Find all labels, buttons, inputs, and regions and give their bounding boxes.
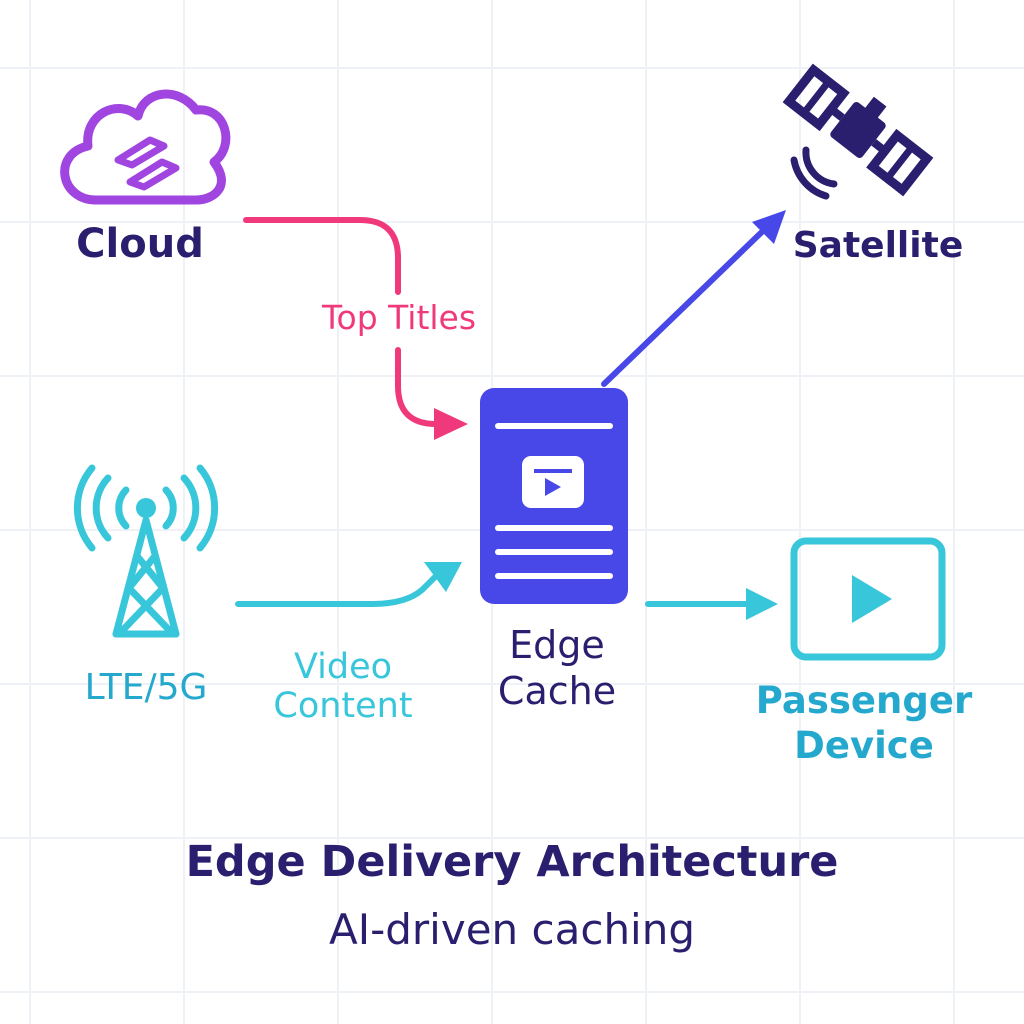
edge-server-icon bbox=[480, 388, 628, 604]
satellite-label: Satellite bbox=[792, 225, 964, 266]
edge-cache-to-satellite bbox=[601, 210, 786, 387]
edge-lte-to-cache bbox=[235, 562, 462, 607]
diagram-subtitle: AI-driven caching bbox=[328, 905, 696, 954]
edge-cache-to-passenger bbox=[645, 588, 778, 620]
video-content-line1: Video bbox=[293, 647, 393, 687]
edge-cache-label: Edge Cache bbox=[470, 622, 644, 715]
passenger-device-line1: Passenger bbox=[755, 679, 973, 722]
top-titles-label: Top Titles bbox=[321, 298, 477, 337]
satellite-icon bbox=[782, 63, 934, 200]
cloud-icon bbox=[60, 89, 231, 205]
passenger-device-line2: Device bbox=[794, 724, 934, 768]
play-screen-icon bbox=[790, 537, 946, 661]
edge-cloud-to-cache bbox=[243, 217, 468, 440]
edge-cache-line2: Cache bbox=[497, 669, 617, 714]
diagram-title: Edge Delivery Architecture bbox=[185, 837, 839, 887]
lte-label: LTE/5G bbox=[84, 667, 208, 708]
cloud-label: Cloud bbox=[76, 221, 204, 267]
video-content-line2: Content bbox=[273, 686, 413, 727]
edge-cache-line1: Edge bbox=[509, 623, 605, 667]
video-content-label: Video Content bbox=[258, 647, 428, 727]
passenger-device-label: Passenger Device bbox=[742, 678, 986, 768]
cell-tower-icon bbox=[73, 464, 219, 638]
